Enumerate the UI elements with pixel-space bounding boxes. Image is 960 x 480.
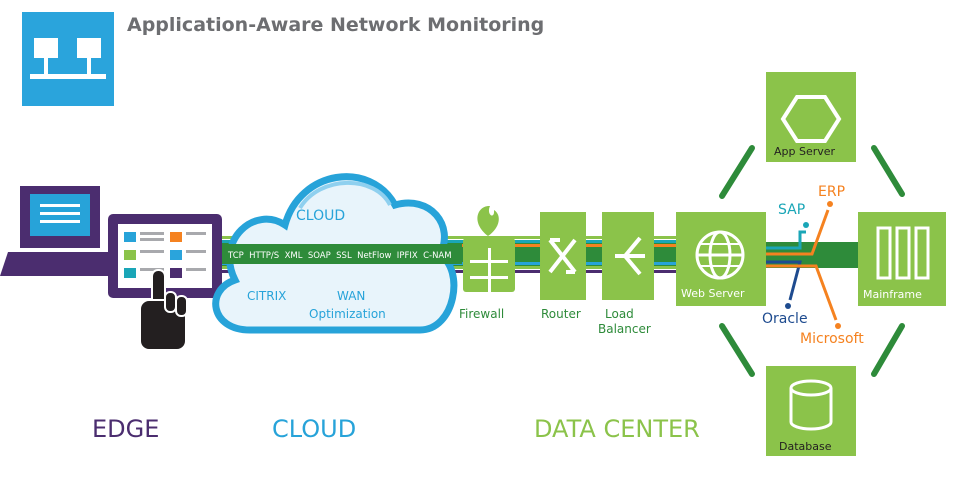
microsoft-label: Microsoft [800,331,864,347]
router-icon [540,212,586,300]
optimization-label: Optimization [309,307,386,321]
app-server-node [766,72,856,162]
load-balancer-label-1: Load [605,307,634,321]
tablet-icon [108,214,222,298]
app-server-label: App Server [774,145,836,158]
diamond-links [719,145,905,377]
web-server-label: Web Server [681,287,745,300]
load-balancer-icon [602,212,654,300]
cloud-section-label: CLOUD [272,415,356,443]
database-label: Database [779,440,832,453]
laptop-icon [0,186,120,276]
firewall-icon [463,205,515,292]
router-label: Router [541,307,581,321]
cloud-title: CLOUD [296,208,345,224]
citrix-label: CITRIX [247,289,286,303]
protocol-list: TCP HTTP/S XML SOAP SSL NetFlow IPFIX C-… [227,251,452,261]
page-title: Application-Aware Network Monitoring [127,14,544,36]
data-center-section-label: DATA CENTER [534,415,700,443]
edge-section-label: EDGE [92,415,159,443]
database-node [766,366,856,456]
firewall-label: Firewall [459,307,504,321]
hand-touch-icon [139,269,188,351]
app-connectors [766,201,841,329]
protocol-band [222,244,462,264]
wan-label: WAN [337,289,365,303]
mainframe-label: Mainframe [863,288,922,301]
network-monitor-icon [22,12,114,106]
mainframe-node [858,212,946,306]
web-server-node [676,212,766,306]
erp-label: ERP [818,184,845,200]
load-balancer-label-2: Balancer [598,322,651,336]
oracle-label: Oracle [762,311,808,327]
sap-label: SAP [778,202,805,218]
